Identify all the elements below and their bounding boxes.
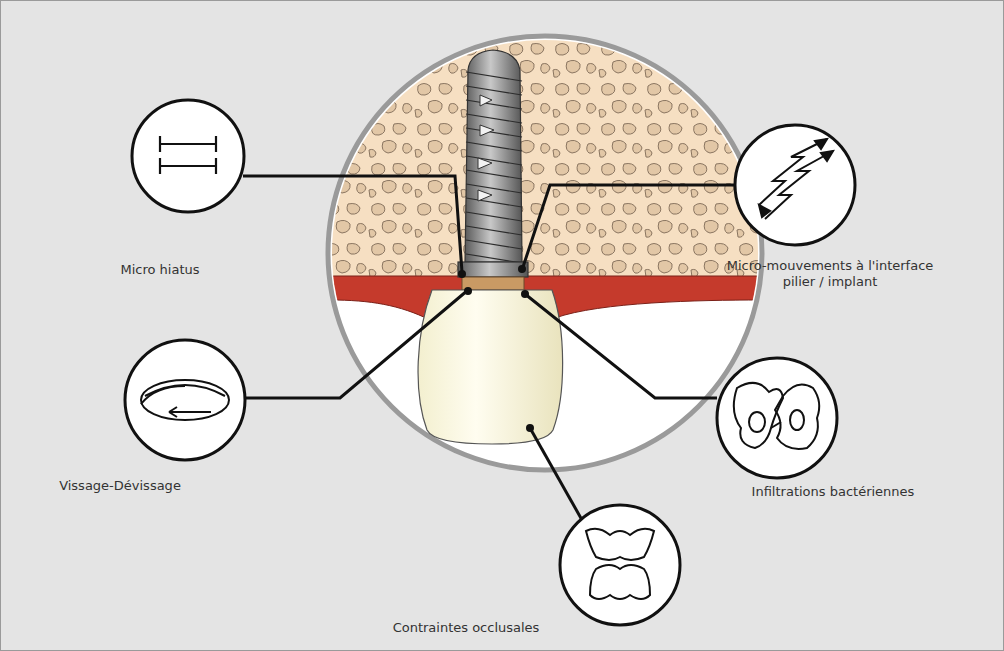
callout-circle xyxy=(713,354,841,482)
callout-circle xyxy=(556,501,684,629)
bacteria-callout: Infiltrations bactériennes xyxy=(713,354,841,482)
callout-label: Infiltrations bactériennes xyxy=(752,484,915,500)
micro-movement-callout: Micro-mouvements à l'interface pilier / … xyxy=(731,121,859,249)
callout-label: Micro-mouvements à l'interface pilier / … xyxy=(721,258,939,290)
callout-label: Micro hiatus xyxy=(120,262,199,278)
callout-circle xyxy=(731,121,859,249)
callout-label: Contraintes occlusales xyxy=(393,620,540,636)
callout-label: Vissage-Dévissage xyxy=(59,478,181,494)
callout-circle xyxy=(128,96,248,216)
micro-hiatus-callout: Micro hiatus xyxy=(128,96,248,216)
callout-circle xyxy=(121,336,249,464)
screwing-callout: Vissage-Dévissage xyxy=(121,336,249,464)
occlusal-stress-callout: Contraintes occlusales xyxy=(556,501,684,629)
